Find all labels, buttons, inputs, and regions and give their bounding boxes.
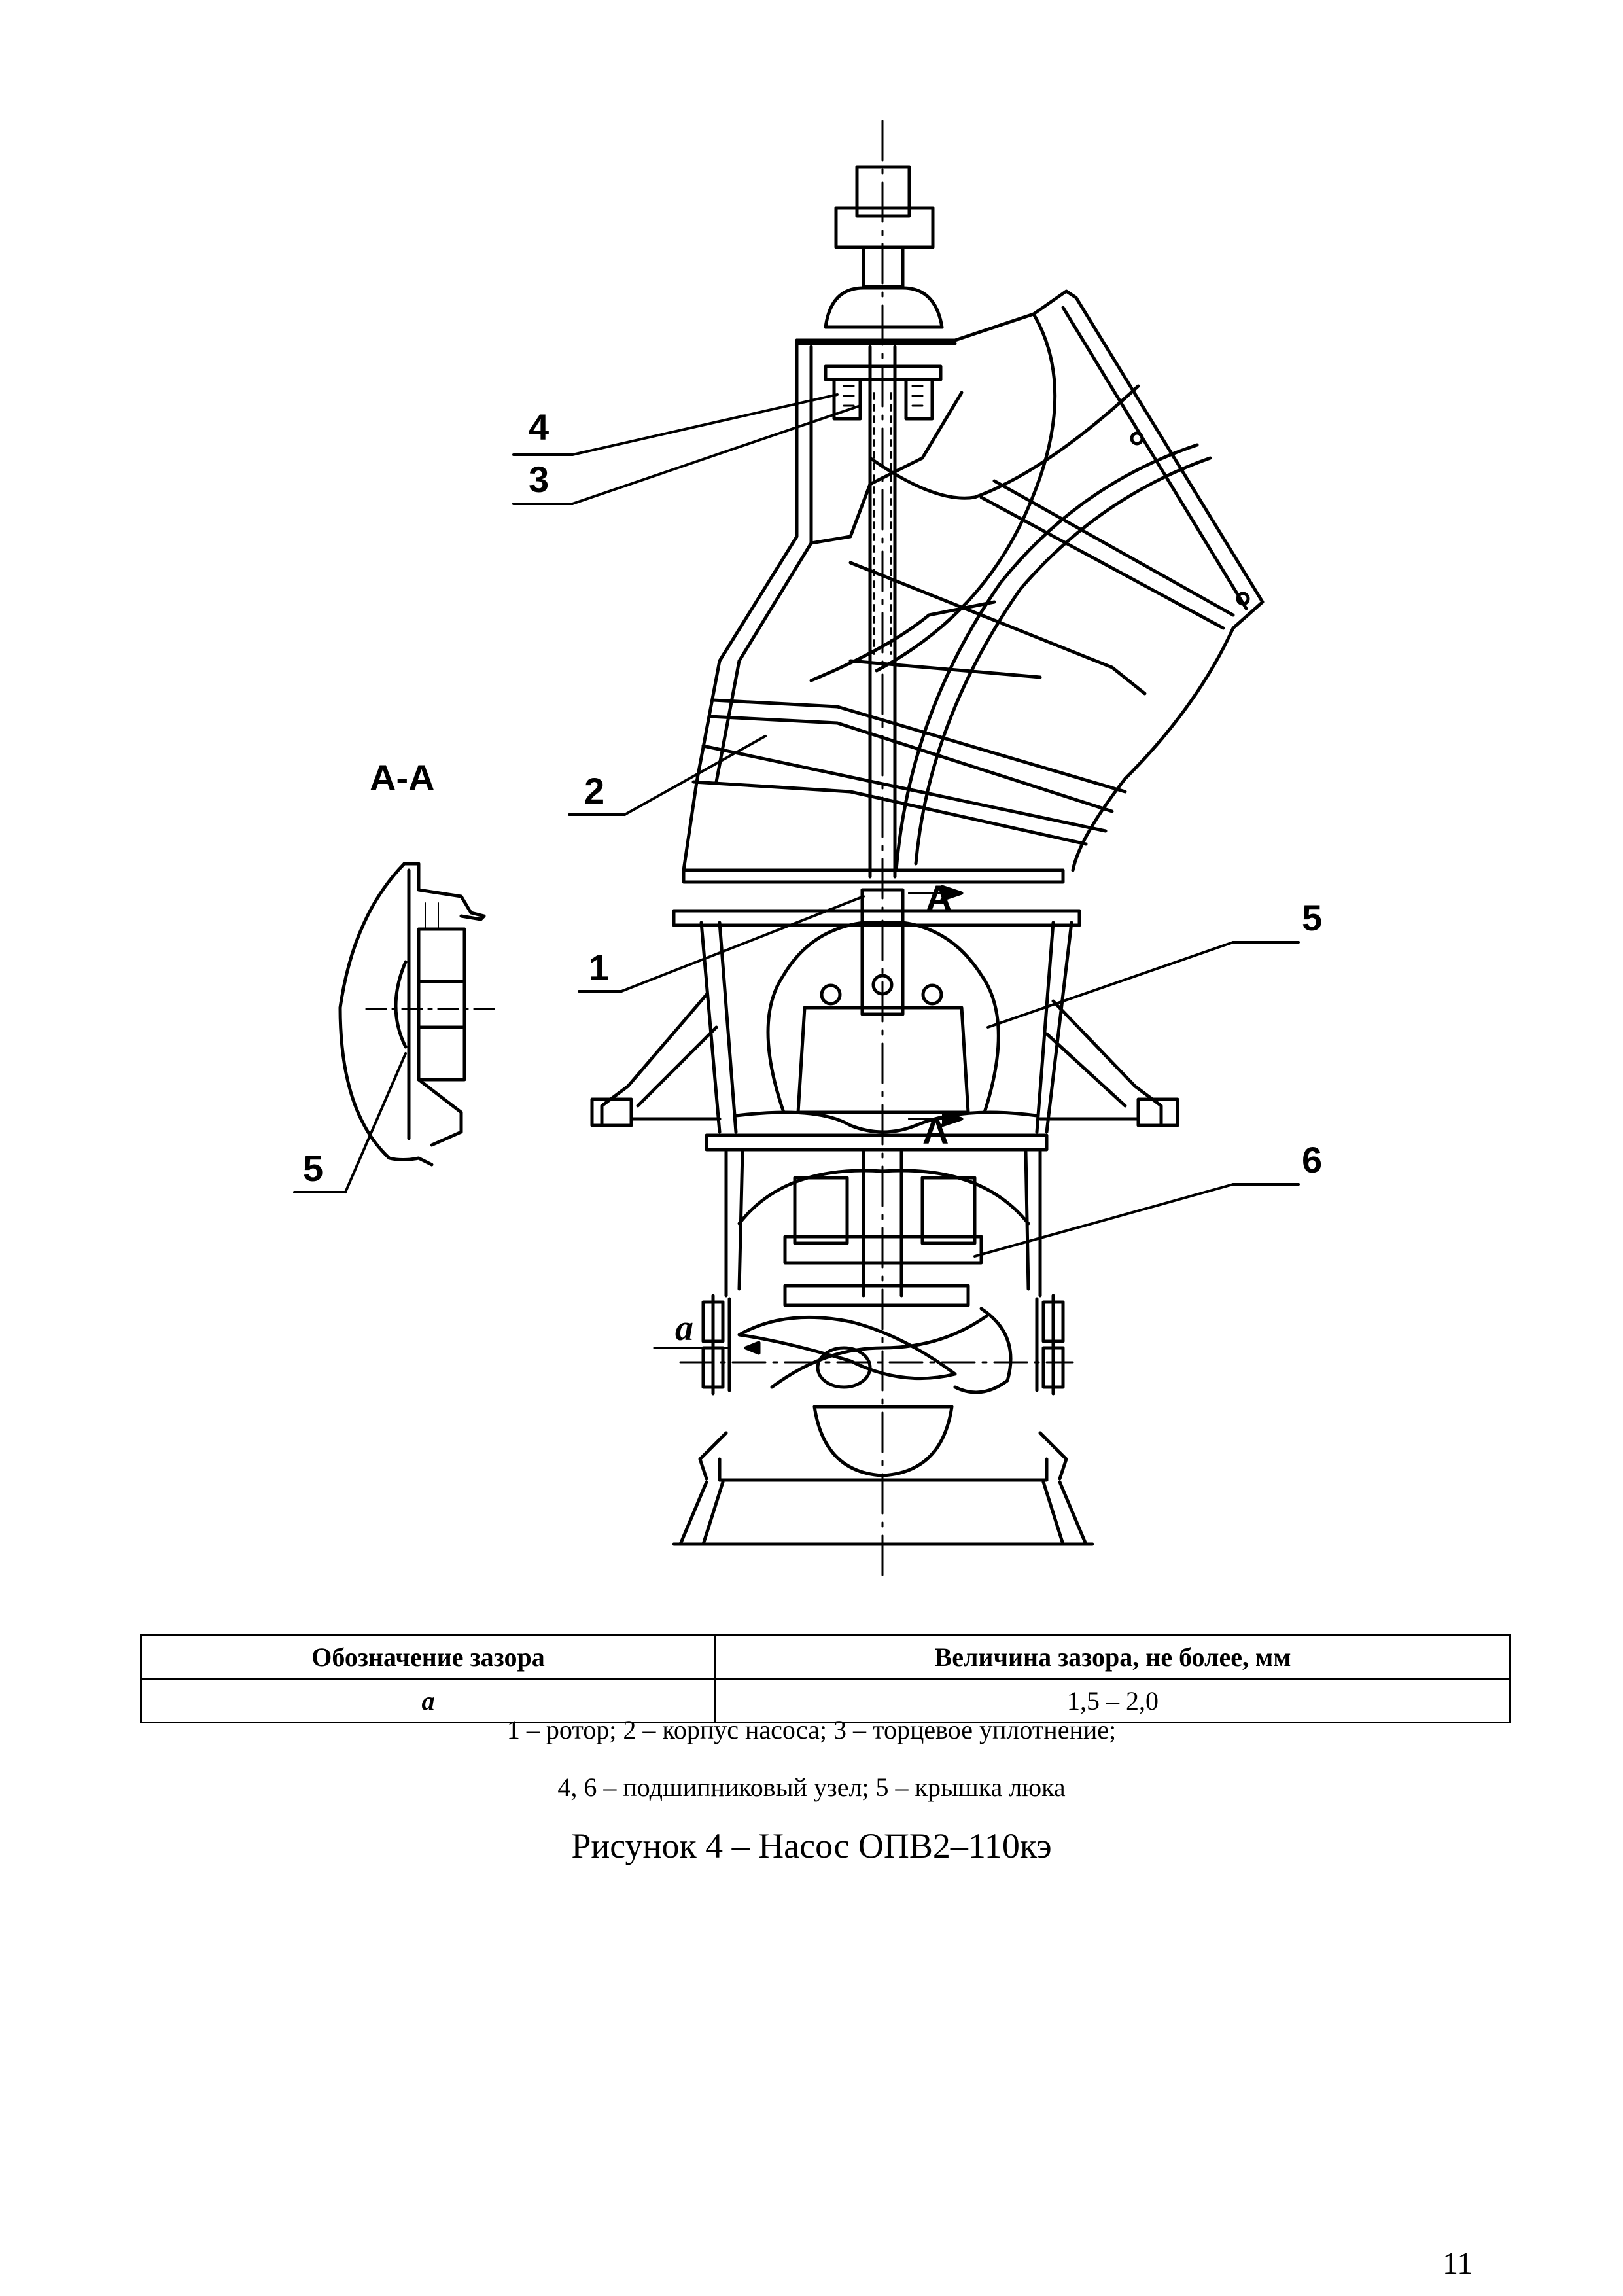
upper-elbow bbox=[682, 289, 1265, 872]
bearing-seal-top bbox=[824, 364, 943, 421]
middle-casing bbox=[590, 885, 1179, 1134]
legend-line-1: 1 – ротор; 2 – корпус насоса; 3 – торцев… bbox=[506, 1715, 1117, 1744]
leader-lines bbox=[293, 393, 1300, 1258]
section-mark-top: А bbox=[926, 877, 952, 919]
shaft bbox=[868, 345, 897, 879]
callout-5: 5 bbox=[1302, 897, 1322, 938]
table-header-gap-designation: Обозначение зазора bbox=[140, 1634, 716, 1680]
section-mark-bottom: А bbox=[922, 1110, 949, 1152]
gap-a-dimension bbox=[653, 1333, 761, 1366]
callout-2: 2 bbox=[584, 770, 604, 811]
section-aa-detail bbox=[338, 862, 498, 1167]
table-header-gap-size: Величина зазора, не более, мм bbox=[714, 1634, 1511, 1680]
gap-a-label: a bbox=[675, 1308, 693, 1349]
gap-table: Обозначение зазора Величина зазора, не б… bbox=[140, 1634, 1511, 1723]
callout-3: 3 bbox=[529, 459, 549, 500]
pump-drawing: 4 3 2 1 5 6 5 А-А А А a bbox=[293, 120, 1322, 1585]
lower-bearing bbox=[724, 1150, 1042, 1298]
suction-bell bbox=[672, 1431, 1094, 1546]
callout-6: 6 bbox=[1302, 1139, 1322, 1180]
table-cell-value: 1,5 – 2,0 bbox=[714, 1678, 1511, 1723]
figure-caption: Рисунок 4 – Насос ОПВ2–110кэ bbox=[571, 1826, 1052, 1865]
section-aa-label: А-А bbox=[370, 757, 435, 798]
callout-5-detail: 5 bbox=[303, 1148, 323, 1189]
legend-line-2: 4, 6 – подшипниковый узел; 5 – крышка лю… bbox=[557, 1773, 1066, 1802]
callout-1: 1 bbox=[589, 947, 609, 988]
page-number: 11 bbox=[1442, 2246, 1473, 2281]
table-row: a 1,5 – 2,0 bbox=[140, 1678, 1511, 1723]
flanges bbox=[672, 868, 1081, 1152]
impeller-chamber bbox=[679, 1284, 1074, 1477]
shaft-coupling bbox=[824, 165, 944, 329]
callout-4: 4 bbox=[529, 406, 549, 448]
table-header-row: Обозначение зазора Величина зазора, не б… bbox=[140, 1634, 1511, 1680]
table-cell-symbol: a bbox=[140, 1678, 716, 1723]
